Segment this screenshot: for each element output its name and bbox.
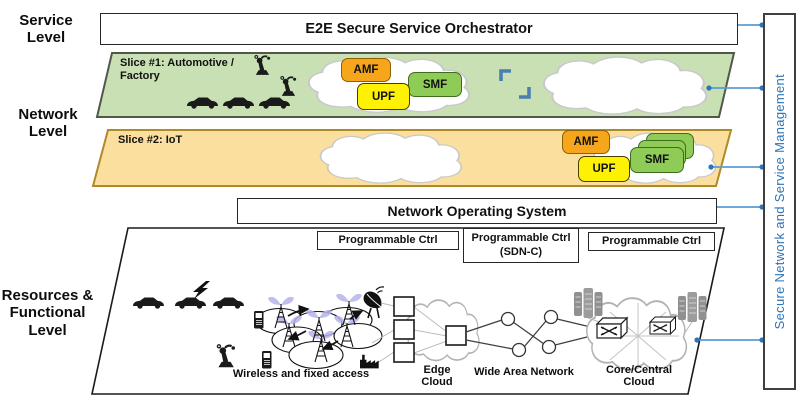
edge-server-icons xyxy=(393,296,467,363)
controller-label: Programmable Ctrl xyxy=(601,234,702,247)
slice2-label: Slice #2: IoT xyxy=(118,134,183,146)
wireless-access-label: Wireless and fixed access xyxy=(232,368,370,380)
service-level-label: Service Level xyxy=(19,12,73,47)
nos-box: Network Operating System xyxy=(237,198,717,224)
handover-arrows xyxy=(287,304,364,351)
core-router-icon xyxy=(649,316,677,335)
slice1-smf-box: SMF xyxy=(408,72,462,97)
network-level-label: Network Level xyxy=(18,106,78,141)
access-links xyxy=(371,302,395,363)
slice2-amf-box: AMF xyxy=(562,130,610,154)
management-bar-label: Secure Network and Service Management xyxy=(772,73,787,330)
core-cloud-label: Core/Central Cloud xyxy=(605,364,673,389)
orchestrator-label: E2E Secure Service Orchestrator xyxy=(305,21,533,37)
controller-label: Programmable Ctrl xyxy=(338,233,438,246)
slice2-upf-box: UPF xyxy=(578,156,630,182)
controller-label: Programmable Ctrl xyxy=(471,231,571,244)
controller-box-sdnc: Programmable Ctrl (SDN-C) xyxy=(463,228,579,263)
edge-internal-links xyxy=(413,306,448,354)
controller-box-access: Programmable Ctrl xyxy=(317,231,459,250)
corner-brackets-icon xyxy=(499,69,531,99)
core-router-icon xyxy=(596,317,628,339)
slice1-upf-box: UPF xyxy=(357,83,410,110)
controller-sublabel: (SDN-C) xyxy=(499,245,543,258)
management-bar: Secure Network and Service Management xyxy=(763,13,796,390)
slice1-amf-box: AMF xyxy=(341,58,391,82)
server-rack-icon xyxy=(573,287,603,319)
nos-label: Network Operating System xyxy=(387,203,567,219)
wan-node-icons xyxy=(500,309,559,358)
controller-box-core: Programmable Ctrl xyxy=(588,232,715,251)
slice1-label: Slice #1: Automotive / Factory xyxy=(120,57,234,82)
server-rack-icon xyxy=(677,291,707,323)
resources-level-label: Resources & Functional Level xyxy=(1,287,94,339)
phone-icon xyxy=(253,310,264,329)
slice2-smf-box: SMF xyxy=(630,147,684,173)
edge-cloud-label: Edge Cloud xyxy=(421,364,453,389)
orchestrator-box: E2E Secure Service Orchestrator xyxy=(100,13,738,45)
phone-icon xyxy=(261,350,272,369)
wan-label: Wide Area Network xyxy=(474,366,574,378)
